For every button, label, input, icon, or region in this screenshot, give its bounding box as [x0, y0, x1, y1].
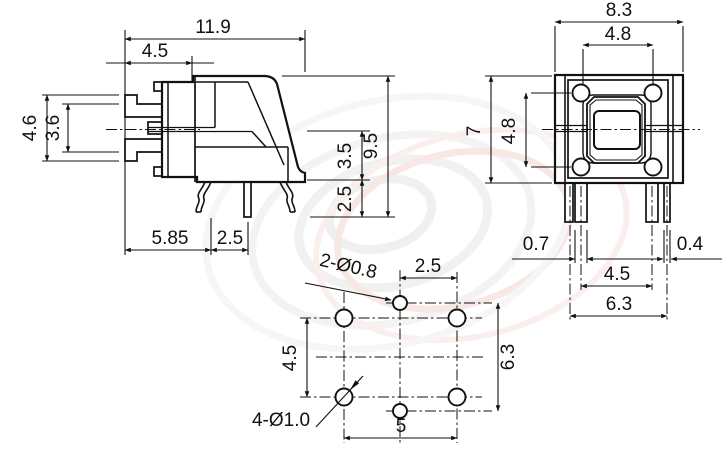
dim-front-outer-pin-pitch: 6.3 [569, 294, 668, 319]
dim-label-front-inner-pin-width: 0.7 [523, 234, 549, 255]
dim-side-total-height: 9.5 [282, 75, 395, 218]
dim-front-total-width: 8.3 [554, 0, 684, 72]
side-body-internal-lines [148, 76, 289, 182]
pcb-hole-large-bottom-right [447, 387, 467, 407]
dim-side-leg-pin-pitch: 2.5 [210, 228, 249, 253]
dim-label-side-prong-inner: 3.6 [43, 115, 64, 141]
dim-pcb-row-pitch: 4.5 [280, 317, 310, 398]
dim-front-body-height: 7 [464, 75, 552, 184]
dim-label-front-total-width: 8.3 [606, 0, 632, 21]
dim-pcb-column-pitch: 5 [343, 416, 458, 441]
dim-side-prong-inner: 3.6 [43, 103, 119, 153]
dim-label-pcb-column-pitch: 5 [396, 416, 407, 437]
dim-side-center-to-base: 3.5 [307, 130, 370, 181]
side-bent-leg-right [279, 181, 296, 213]
front-view [542, 73, 700, 223]
front-hole-top-right [643, 83, 663, 103]
front-slot-lines [556, 124, 682, 133]
dim-label-pcb-center-to-column: 2.5 [415, 256, 441, 277]
dim-label-front-outer-pin-width: 0.4 [677, 234, 704, 255]
pcb-hole-large-top-right [447, 308, 467, 328]
dim-front-hole-pitch-h: 4.8 [582, 24, 654, 84]
side-bent-leg-left [195, 181, 212, 213]
label-large-holes: 4-Ø1.0 [252, 410, 310, 431]
front-hole-bottom-right [643, 157, 663, 177]
dim-label-side-pin-protrusion: 2.5 [335, 186, 356, 212]
dim-side-prong-outer: 4.6 [20, 94, 119, 162]
dim-side-total-width: 11.9 [124, 17, 306, 255]
dim-label-side-leg-pin-pitch: 2.5 [217, 228, 243, 249]
front-view-dimensions: 8.3 4.8 7 4.8 [464, 0, 722, 320]
dim-label-pcb-small-hole-span: 6.3 [498, 344, 519, 370]
dim-pcb-center-to-column: 2.5 [399, 256, 458, 281]
actuator-frame-inner [589, 99, 643, 161]
side-straight-pin [243, 181, 252, 218]
dim-label-side-center-to-base: 3.5 [335, 143, 356, 169]
side-view [106, 74, 307, 218]
callout-large-holes: 4-Ø1.0 [252, 375, 364, 431]
dim-label-front-inner-pin-pitch: 4.5 [604, 264, 630, 285]
dim-front-hole-pitch-v: 4.8 [499, 92, 571, 168]
dim-label-pcb-row-pitch: 4.5 [280, 345, 301, 371]
dim-label-side-actuator-depth: 4.5 [142, 41, 168, 62]
dim-label-side-prong-outer: 4.6 [20, 115, 41, 141]
side-body-outline [160, 74, 307, 184]
dim-label-side-total-width: 11.9 [195, 17, 231, 38]
dim-front-inner-pin-width: 0.7 [512, 234, 664, 262]
pcb-hole-small-bottom [392, 403, 408, 419]
dim-label-front-hole-pitch-v: 4.8 [499, 118, 520, 144]
plunger-prong-lower [124, 138, 164, 162]
dim-label-side-base-front: 5.85 [152, 228, 189, 249]
front-pin-left-outer [564, 182, 574, 223]
dim-label-front-body-height: 7 [464, 126, 485, 137]
front-hole-top-left [571, 83, 591, 103]
dim-label-front-hole-pitch-h: 4.8 [605, 24, 631, 45]
pcb-hole-small-top [392, 295, 408, 311]
dim-label-side-total-height: 9.5 [361, 133, 382, 159]
front-hole-bottom-left [571, 157, 591, 177]
dim-pcb-small-hole-span: 6.3 [495, 302, 519, 412]
side-view-dimensions: 11.9 4.5 4.6 3.6 9.5 [20, 17, 395, 255]
actuator-frame-outer [586, 96, 646, 164]
dim-side-actuator-depth: 4.5 [106, 41, 214, 83]
dim-side-base-front: 5.85 [124, 218, 249, 255]
dim-side-pin-protrusion: 2.5 [335, 179, 365, 218]
pcb-hole-large-top-left [334, 308, 354, 328]
dim-front-inner-pin-pitch: 4.5 [580, 264, 653, 289]
dim-label-front-outer-pin-pitch: 6.3 [606, 294, 632, 315]
dim-front-outer-pin-width: 0.4 [670, 234, 722, 262]
plunger-prong-upper [124, 94, 164, 118]
